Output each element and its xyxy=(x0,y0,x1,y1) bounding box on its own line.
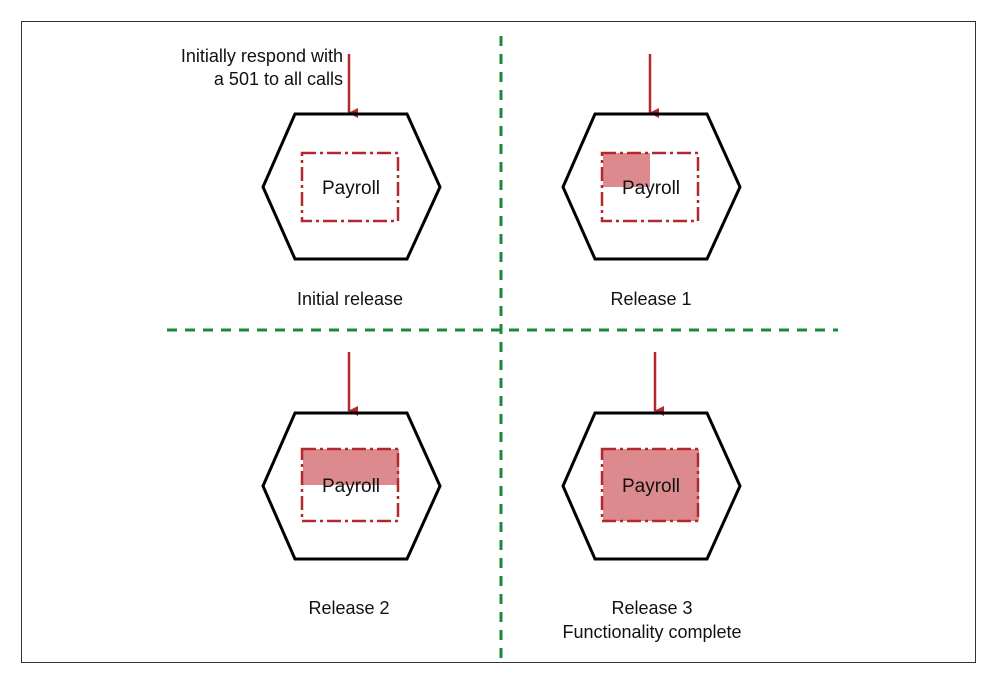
implemented-portion-fill xyxy=(603,449,699,521)
figure-frame xyxy=(21,21,976,663)
payroll-label: Payroll xyxy=(622,476,680,497)
quadrant-release-1: Payroll Release 1 xyxy=(561,54,742,309)
quadrant-caption: Initial release xyxy=(297,289,403,309)
payroll-label: Payroll xyxy=(622,178,680,199)
service-hexagon xyxy=(561,112,742,261)
quadrant-initial-release: Payroll Initial release xyxy=(261,54,442,309)
payroll-dashed-box xyxy=(300,151,400,223)
quadrant-caption-sub: Functionality complete xyxy=(562,622,741,642)
payroll-dashed-box xyxy=(300,447,400,523)
service-hexagon xyxy=(261,411,442,561)
quadrant-release-3: Payroll Release 3 Functionality complete xyxy=(561,352,742,642)
implemented-portion-fill xyxy=(303,449,399,485)
payroll-label: Payroll xyxy=(322,476,380,497)
service-hexagon xyxy=(561,411,742,561)
implemented-portion-fill xyxy=(603,153,650,187)
quadrant-release-2: Payroll Release 2 xyxy=(261,352,442,618)
quadrant-caption: Release 2 xyxy=(308,598,389,618)
annotation-line-1: Initially respond with xyxy=(181,46,343,66)
payroll-dashed-box xyxy=(600,151,700,223)
payroll-dashed-box xyxy=(600,447,700,523)
quadrant-caption: Release 3 xyxy=(611,598,692,618)
payroll-label: Payroll xyxy=(322,178,380,199)
service-hexagon xyxy=(261,112,442,261)
quadrant-caption: Release 1 xyxy=(610,289,691,309)
annotation-line-2: a 501 to all calls xyxy=(214,69,343,89)
